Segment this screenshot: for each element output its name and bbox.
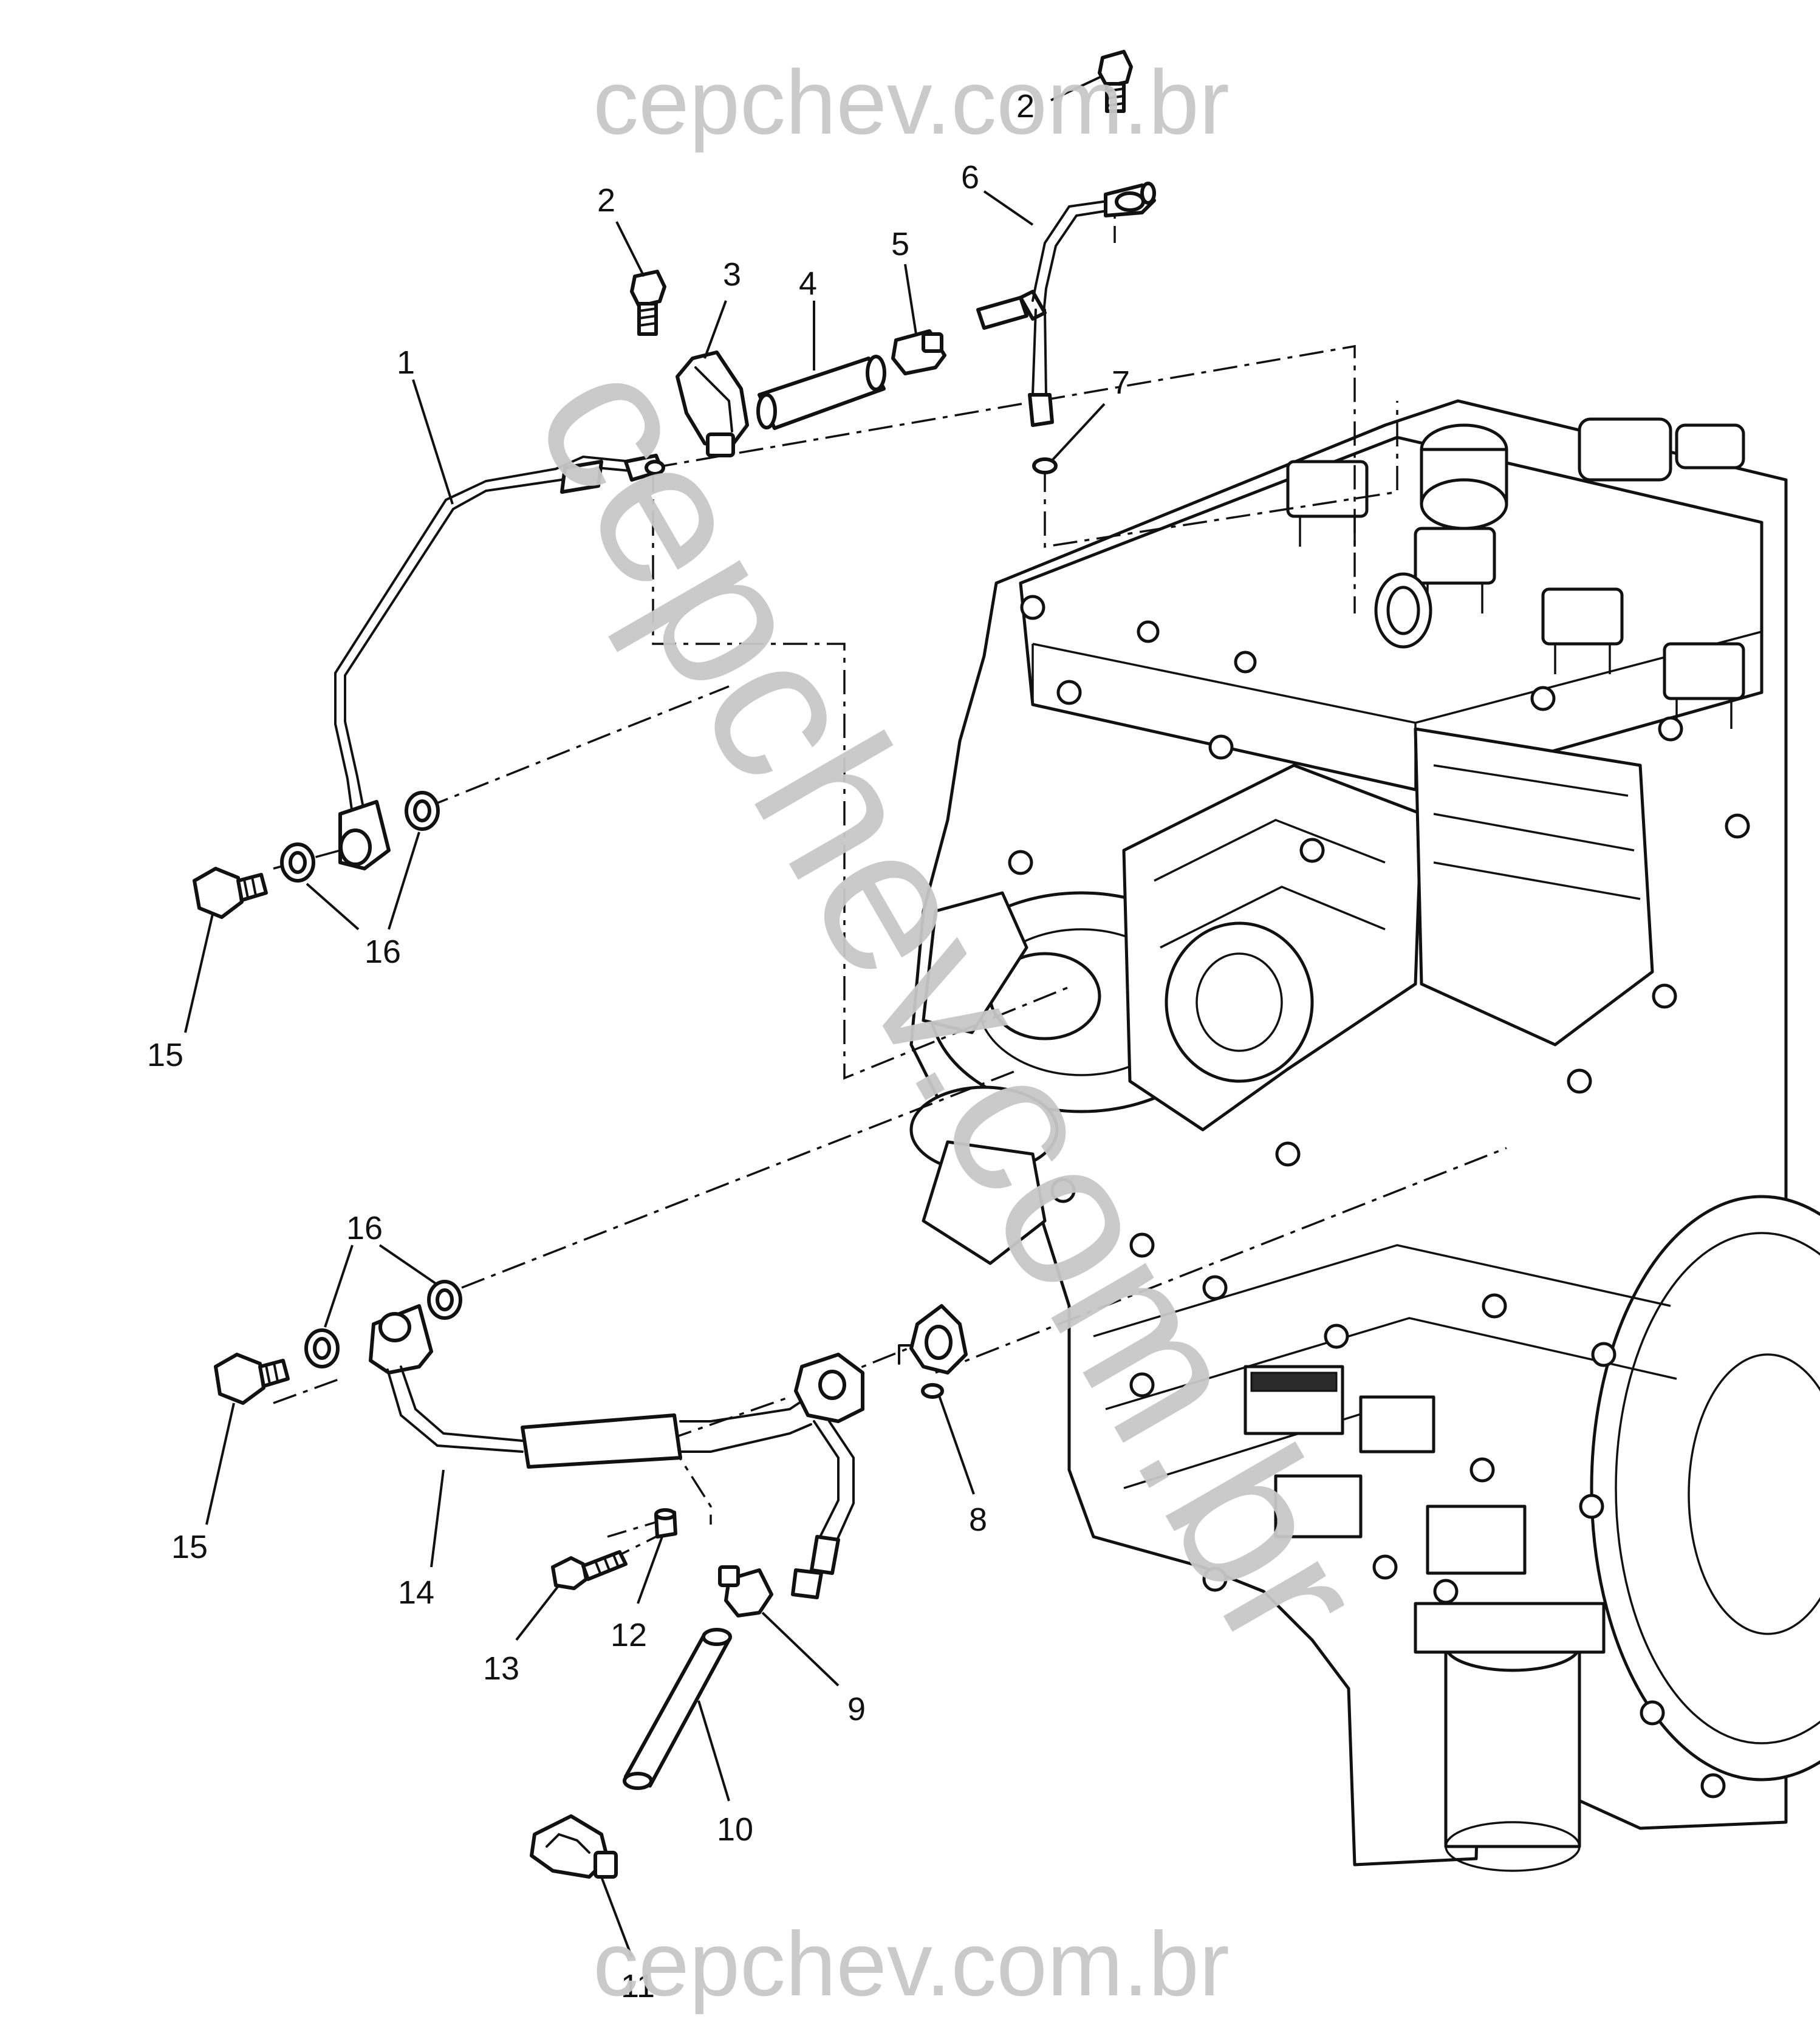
callout-1: 1 — [397, 344, 415, 381]
callout-5: 5 — [891, 226, 909, 262]
callout-9: 9 — [847, 1691, 866, 1727]
part-6-coolant-pipe — [976, 182, 1156, 427]
part-12-sleeve — [654, 1508, 677, 1539]
callout-12: 12 — [611, 1617, 647, 1653]
part-15-banjo-bolt-lower — [214, 1353, 290, 1405]
part-2-bolt-middle — [630, 270, 666, 336]
callout-16-lower: 16 — [346, 1210, 383, 1246]
callout-leader-lines — [184, 75, 1106, 1958]
part-7-seal — [1032, 457, 1058, 474]
callout-numbers: 1 2 2 3 4 5 6 7 8 9 10 11 12 13 14 15 15… — [147, 88, 1130, 2004]
callout-10: 10 — [717, 1811, 753, 1848]
callout-8: 8 — [969, 1501, 987, 1538]
part-15-banjo-bolt-upper — [193, 867, 268, 919]
callout-14: 14 — [398, 1574, 434, 1611]
part-4-coolant-hose — [756, 355, 886, 430]
callout-16-upper: 16 — [364, 934, 401, 970]
part-16-washer-4 — [427, 1280, 462, 1320]
part-16-washer-2 — [405, 791, 440, 831]
part-16-washer-1 — [280, 842, 315, 883]
callout-6: 6 — [961, 159, 979, 196]
part-9-hose-clamp-lower — [718, 1565, 773, 1618]
watermark-bottom: cepchev.com.br — [593, 1913, 1230, 2015]
part-1-oil-feed-pipe — [334, 454, 665, 870]
engine-bolt-heads — [1008, 595, 1750, 1799]
callout-4: 4 — [799, 265, 817, 302]
callout-11: 11 — [621, 1968, 655, 2004]
callout-2-middle: 2 — [597, 182, 615, 219]
part-16-washer-3 — [304, 1328, 340, 1368]
part-8-gasket — [898, 1304, 968, 1399]
part-14-oil-return-pipe — [369, 1304, 864, 1599]
callout-15-upper: 15 — [147, 1037, 183, 1073]
callout-13: 13 — [483, 1650, 519, 1687]
engine-assembly — [909, 399, 1820, 1872]
callout-2-upper: 2 — [1016, 88, 1035, 125]
callout-15-lower: 15 — [171, 1529, 208, 1565]
watermark-top: cepchev.com.br — [593, 51, 1230, 153]
part-11-hose-clamp-bottom — [530, 1814, 618, 1879]
part-13-bolt — [551, 1550, 628, 1590]
callout-3: 3 — [723, 256, 741, 293]
part-10-oil-return-hose — [623, 1628, 732, 1790]
part-3-hose-clamp-upper — [676, 350, 749, 457]
callout-7: 7 — [1112, 364, 1130, 401]
part-2-bolt-upper — [1098, 50, 1133, 113]
part-5-hose-clamp-small — [891, 329, 946, 375]
